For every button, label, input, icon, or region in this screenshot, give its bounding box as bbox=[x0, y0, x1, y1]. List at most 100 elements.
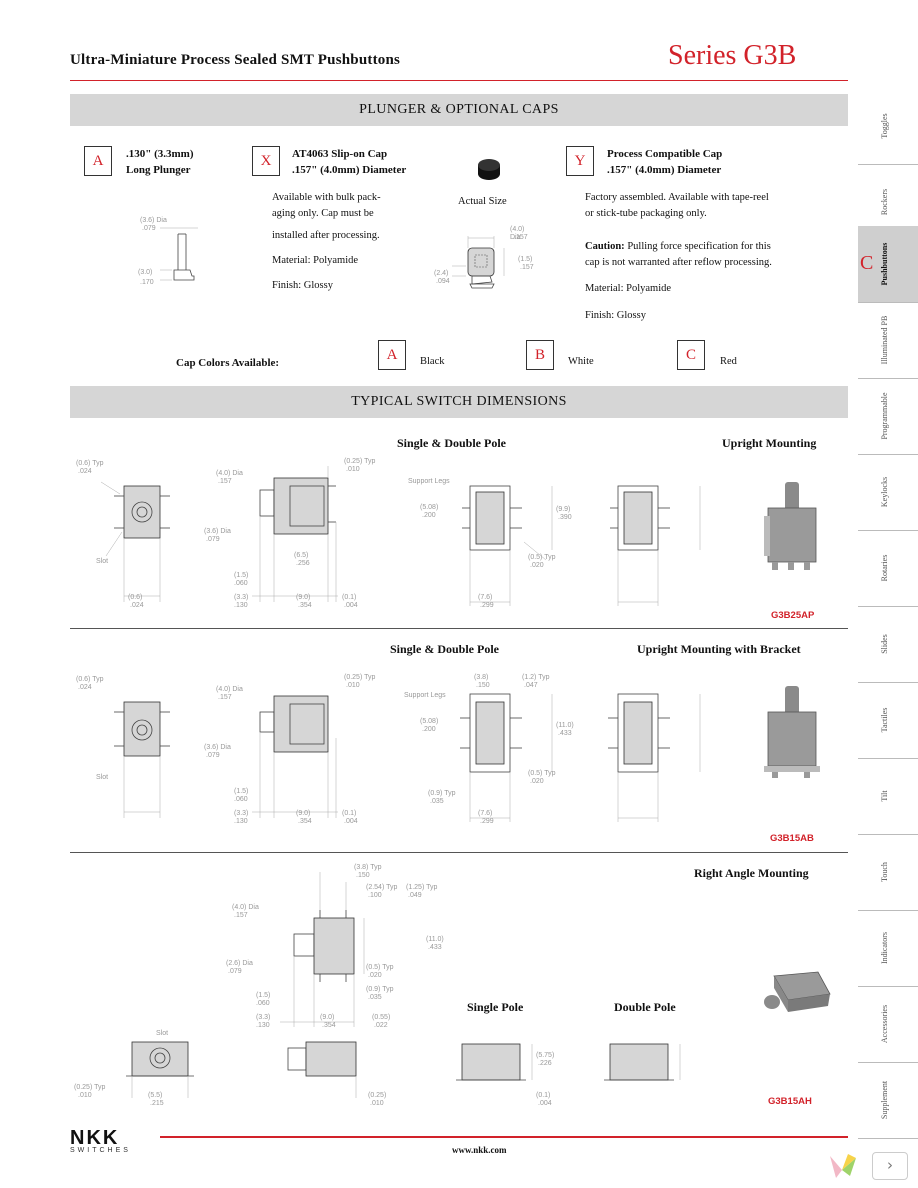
sidebar-tab-tilt[interactable]: Tilt bbox=[858, 758, 918, 835]
single-pole-title: Single Pole bbox=[467, 1000, 524, 1014]
sidebar-tab-programmable[interactable]: Programmable bbox=[858, 378, 918, 455]
row3-right-title: Right Angle Mounting bbox=[694, 866, 809, 880]
double-pole-title: Double Pole bbox=[614, 1000, 676, 1014]
color-name-white: White bbox=[568, 356, 594, 367]
cap-dimension-drawing: (4.0) Dia .157 (1.5) .157 (2.4) .094 bbox=[432, 226, 534, 296]
dim-label: (6.5) bbox=[294, 552, 309, 559]
sidebar-tab-label: Keylocks bbox=[880, 476, 889, 508]
dim-label: (5.75) bbox=[536, 1052, 555, 1059]
dim-label: (9.9) bbox=[556, 506, 571, 513]
dim-label: Slot bbox=[96, 774, 109, 781]
sidebar-tab-tactiles[interactable]: Tactiles bbox=[858, 682, 918, 759]
plunger-a-line2: Long Plunger bbox=[126, 164, 191, 176]
sidebar-tab-toggles[interactable]: Toggles bbox=[858, 88, 918, 165]
code-box-x: X bbox=[252, 146, 280, 176]
sidebar-tab-label: Rotaries bbox=[880, 554, 889, 582]
dim-label: .170 bbox=[140, 279, 154, 286]
dim-label: .079 bbox=[142, 225, 156, 232]
row3-part-number: G3B15AH bbox=[768, 1096, 812, 1107]
sidebar-tab-indicators[interactable]: Indicators bbox=[858, 910, 918, 987]
sidebar-tab-label: Pushbuttons bbox=[880, 242, 889, 286]
series-title: Series G3B bbox=[668, 40, 797, 71]
dim-label: (0.6) Typ bbox=[76, 460, 104, 467]
dim-label: .060 bbox=[234, 796, 248, 803]
dim-label: (1.5) bbox=[234, 788, 249, 795]
sidebar-tab-keylocks[interactable]: Keylocks bbox=[858, 454, 918, 531]
row3-product-photo bbox=[754, 966, 834, 1026]
dim-label: Slot bbox=[156, 1030, 169, 1037]
sidebar-tab-accessories[interactable]: Accessories bbox=[858, 986, 918, 1063]
dim-label: .010 bbox=[346, 682, 360, 689]
dim-label: .157 bbox=[218, 694, 232, 701]
caution-text: Pulling force specification for this bbox=[624, 241, 771, 252]
dim-label: (3.3) bbox=[234, 810, 249, 817]
caution-label: Caution: bbox=[585, 241, 625, 252]
dim-label: .024 bbox=[130, 602, 144, 609]
sidebar-tab-rotaries[interactable]: Rotaries bbox=[858, 530, 918, 607]
sidebar-tab-label: Programmable bbox=[880, 392, 889, 440]
dim-label: .299 bbox=[480, 818, 494, 825]
row2-product-photo bbox=[762, 684, 820, 780]
row1-left-title: Single & Double Pole bbox=[397, 436, 507, 450]
active-section-letter: C bbox=[860, 252, 874, 274]
dim-label: (5.08) bbox=[420, 718, 439, 725]
sidebar-tab-pushbuttons[interactable]: C Pushbuttons bbox=[858, 226, 918, 303]
dim-label: (0.5) Typ bbox=[528, 554, 556, 561]
sidebar-tab-touch[interactable]: Touch bbox=[858, 834, 918, 911]
row3-drawings: (3.8) Typ .150 (2.54) Typ .100 (1.25) Ty… bbox=[70, 862, 750, 1112]
color-code-c: C bbox=[677, 340, 705, 370]
dim-label: (3.8) Typ bbox=[354, 864, 382, 871]
color-code-b: B bbox=[526, 340, 554, 370]
dim-label: (11.0) bbox=[556, 722, 574, 729]
dim-label: .157 bbox=[514, 234, 528, 241]
dim-label: .200 bbox=[422, 726, 436, 733]
cap-x-finish: Finish: Glossy bbox=[272, 280, 333, 291]
plunger-a-drawing: (3.6) Dia .079 (3.0) .170 bbox=[138, 214, 198, 294]
dim-label: .010 bbox=[370, 1100, 384, 1107]
sidebar-tab-illuminated-pb[interactable]: Illuminated PB bbox=[858, 302, 918, 379]
dim-label: (3.8) bbox=[474, 674, 489, 681]
sidebar-tab-label: Slides bbox=[880, 634, 889, 654]
viewer-app-icon bbox=[826, 1152, 862, 1182]
next-page-button[interactable]: › bbox=[872, 1152, 908, 1180]
row2-divider bbox=[70, 852, 848, 853]
row1-product-photo bbox=[762, 480, 820, 572]
dim-label: (9.0) bbox=[320, 1014, 335, 1021]
cap-x-line2: .157" (4.0mm) Diameter bbox=[292, 164, 407, 176]
dim-label: .020 bbox=[530, 562, 544, 569]
dim-label: .354 bbox=[298, 602, 312, 609]
footer-url[interactable]: www.nkk.com bbox=[452, 1145, 507, 1155]
dim-label: (7.6) bbox=[478, 810, 493, 817]
dim-label: Support Legs bbox=[408, 478, 450, 485]
dim-label: (4.0) Dia bbox=[216, 470, 243, 477]
cap-colors-label: Cap Colors Available: bbox=[176, 357, 280, 369]
dim-label: .100 bbox=[368, 892, 382, 899]
cap-y-caution-2: cap is not warranted after reflow proces… bbox=[585, 257, 772, 268]
dim-label: .060 bbox=[234, 580, 248, 587]
dim-label: (1.5) bbox=[518, 256, 533, 263]
color-code-a: A bbox=[378, 340, 406, 370]
footer-rule bbox=[160, 1136, 848, 1138]
logo-wordmark: NKK bbox=[70, 1127, 120, 1149]
cap-x-line1: AT4063 Slip-on Cap bbox=[292, 148, 388, 160]
sidebar-tab-label: Accessories bbox=[880, 1004, 889, 1044]
dim-label: .299 bbox=[480, 602, 494, 609]
dim-label: (1.5) bbox=[256, 992, 271, 999]
dim-label: (3.6) Dia bbox=[140, 217, 167, 224]
sidebar-tab-supplement[interactable]: Supplement bbox=[858, 1062, 918, 1139]
dim-label: .390 bbox=[558, 514, 572, 521]
dim-label: .020 bbox=[368, 972, 382, 979]
cap-y-line2: .157" (4.0mm) Diameter bbox=[607, 164, 722, 176]
dim-label: (3.6) Dia bbox=[204, 744, 231, 751]
dim-label: .010 bbox=[346, 466, 360, 473]
dim-label: (4.0) Dia bbox=[216, 686, 243, 693]
dim-label: .020 bbox=[530, 778, 544, 785]
dim-label: .433 bbox=[558, 730, 572, 737]
color-name-red: Red bbox=[720, 356, 737, 367]
sidebar-tab-label: Tactiles bbox=[880, 707, 889, 733]
dim-label: (0.1) bbox=[342, 810, 357, 817]
sidebar-tab-slides[interactable]: Slides bbox=[858, 606, 918, 683]
cap-y-line1: Process Compatible Cap bbox=[607, 148, 723, 160]
dim-label: (2.4) bbox=[434, 270, 449, 277]
dim-label: .354 bbox=[322, 1022, 336, 1029]
